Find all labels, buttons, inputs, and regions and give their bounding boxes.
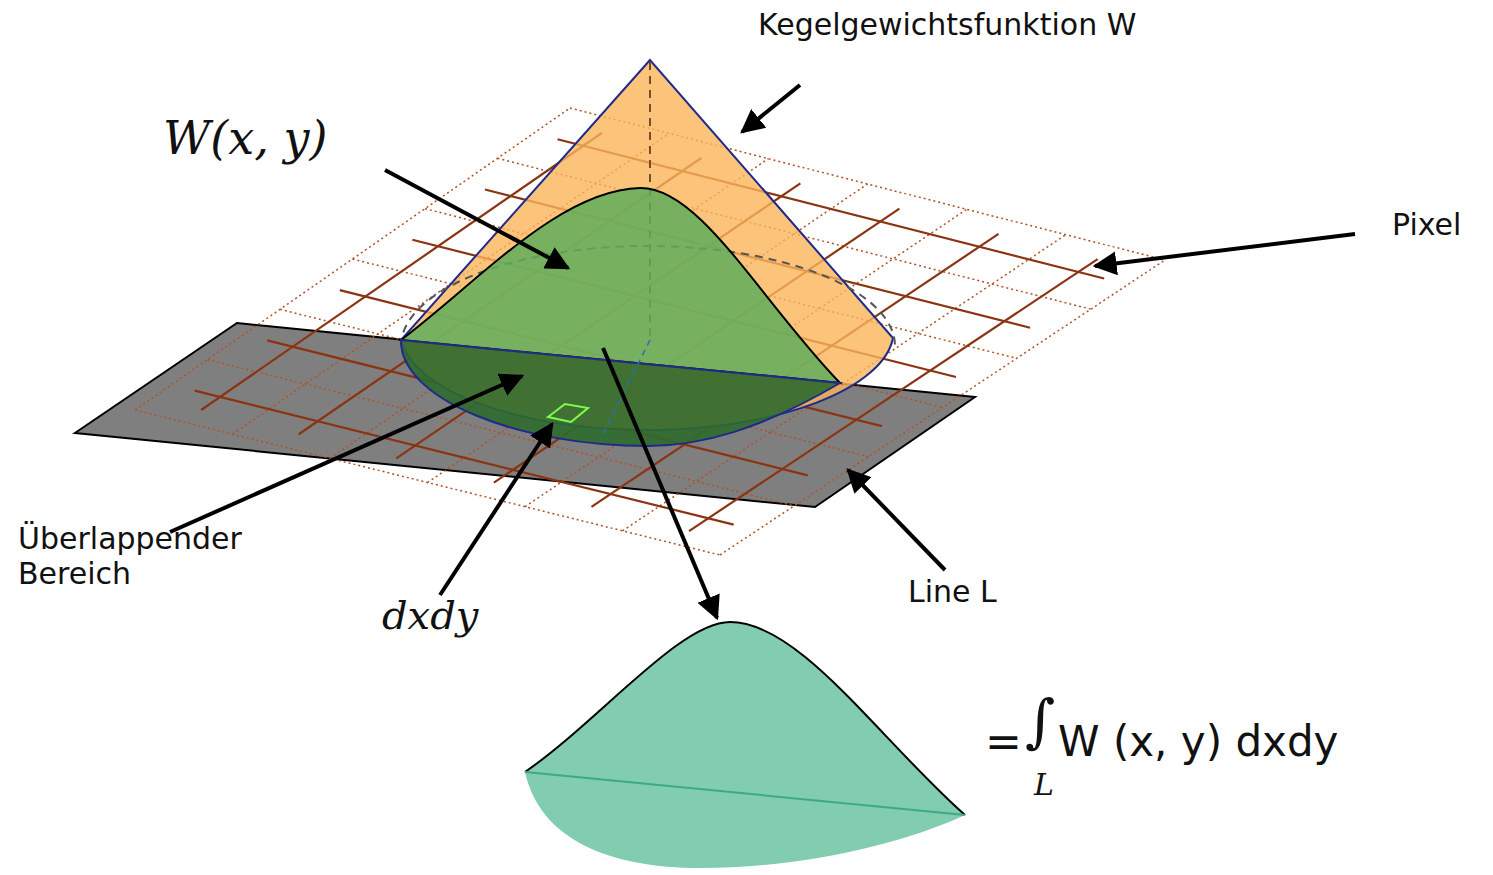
annotation-label: W(x, y) (163, 112, 327, 165)
annotation-label: W (x, y) dxdy (1058, 718, 1338, 766)
annotation-label: Pixel (1392, 208, 1461, 243)
annotation-label: = (985, 717, 1022, 768)
annotation-label: Kegelgewichtsfunktion W (758, 8, 1136, 43)
volume-cut-line (525, 772, 965, 815)
annotation-label: Überlappender Bereich (18, 522, 258, 591)
volume-outline (525, 622, 965, 815)
area-element (548, 404, 588, 422)
annotation-label: L (1034, 768, 1054, 803)
integral-volume (525, 622, 965, 868)
annotation-label: ∫ (1025, 688, 1055, 755)
annotation-label: dxdy (382, 592, 478, 638)
annotation-label: Line L (908, 575, 997, 610)
leader-lines (170, 85, 1355, 618)
